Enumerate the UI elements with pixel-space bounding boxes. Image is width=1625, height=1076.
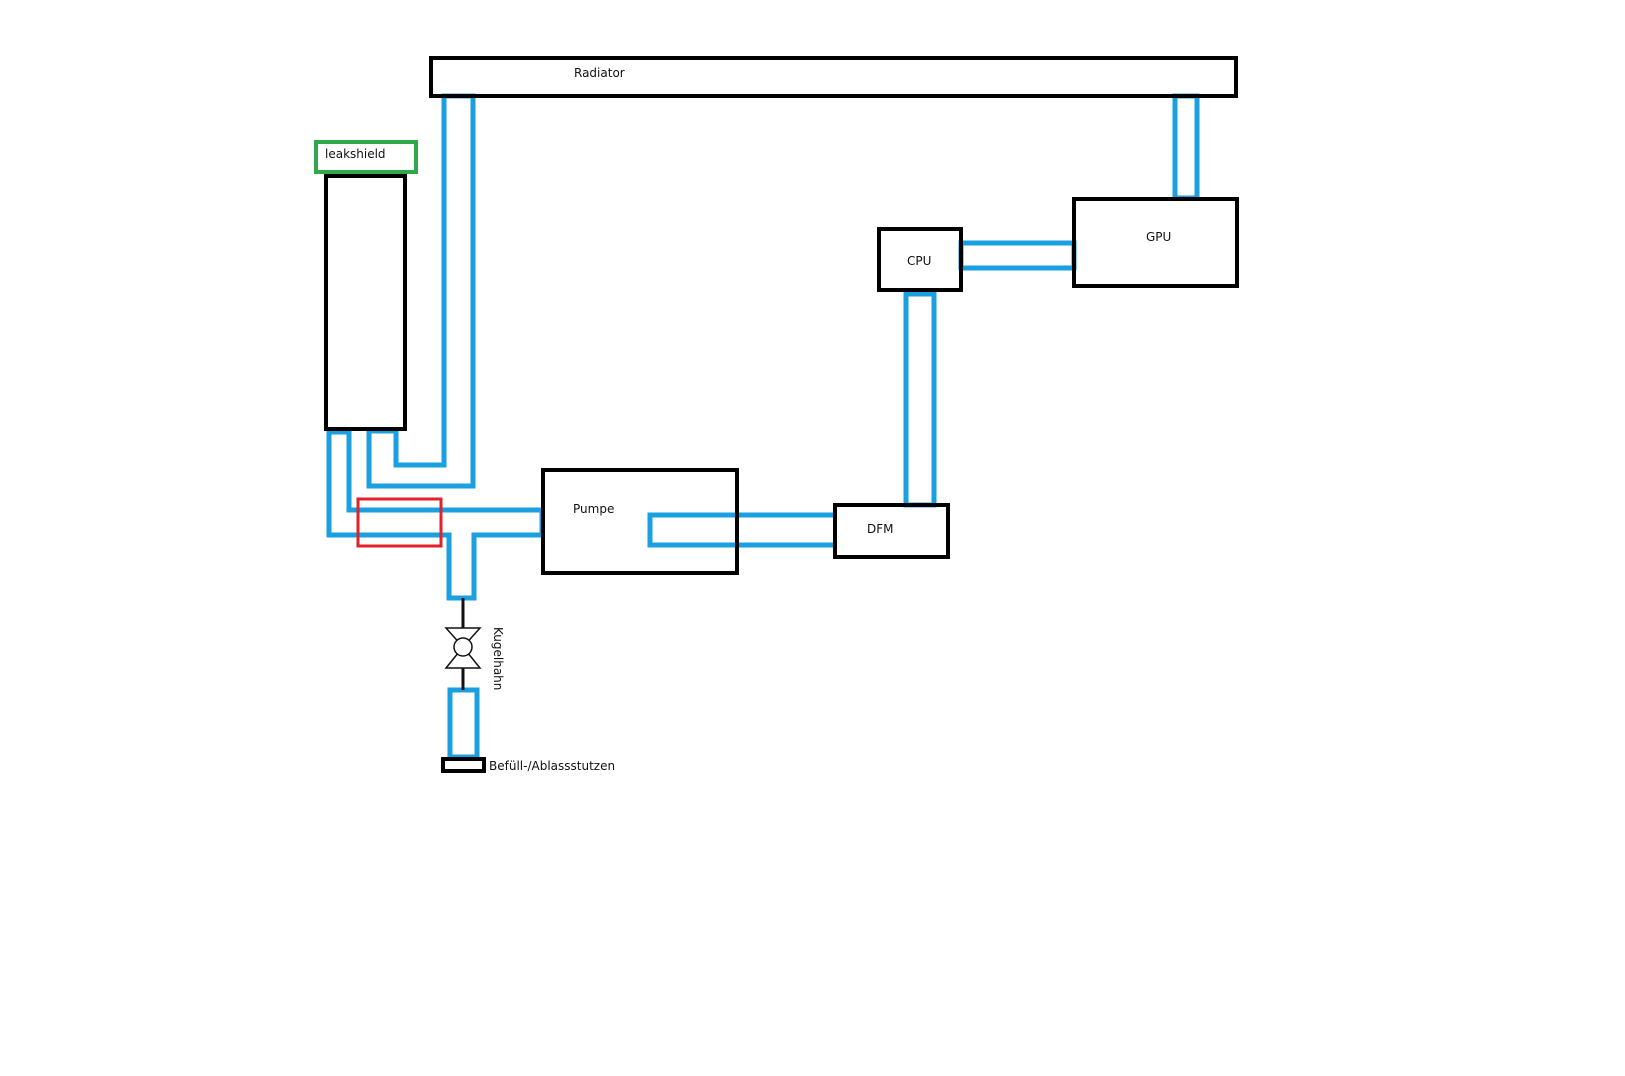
tube-reservoir-to-pump: [326, 429, 545, 601]
ball-valve-icon: [444, 598, 482, 690]
tube-dfm-to-cpu: [903, 291, 937, 508]
cpu-box: [877, 227, 963, 292]
fill-drain-port-label: Befüll-/Ablassstutzen: [489, 759, 615, 773]
ball-valve-label: Kugelhahn: [491, 627, 505, 690]
leakshield-label: leakshield: [325, 147, 386, 161]
gpu-box: [1072, 197, 1239, 288]
radiator-box: [429, 56, 1238, 98]
highlight-box: [356, 497, 443, 548]
tube-valve-to-port: [447, 687, 480, 760]
pump-label: Pumpe: [573, 502, 614, 516]
gpu-label: GPU: [1146, 230, 1171, 244]
tube-cpu-to-gpu: [958, 240, 1077, 271]
reservoir-box: [324, 174, 407, 431]
fill-drain-port-box: [441, 757, 486, 773]
dfm-label: DFM: [867, 522, 894, 536]
cpu-label: CPU: [907, 254, 931, 268]
leakshield-box: [314, 140, 418, 174]
radiator-label: Radiator: [574, 66, 625, 80]
pump-box: [541, 468, 739, 575]
tube-gpu-to-radiator: [1172, 93, 1200, 201]
tube-pump-to-dfm: [647, 512, 834, 548]
dfm-box: [833, 503, 950, 559]
